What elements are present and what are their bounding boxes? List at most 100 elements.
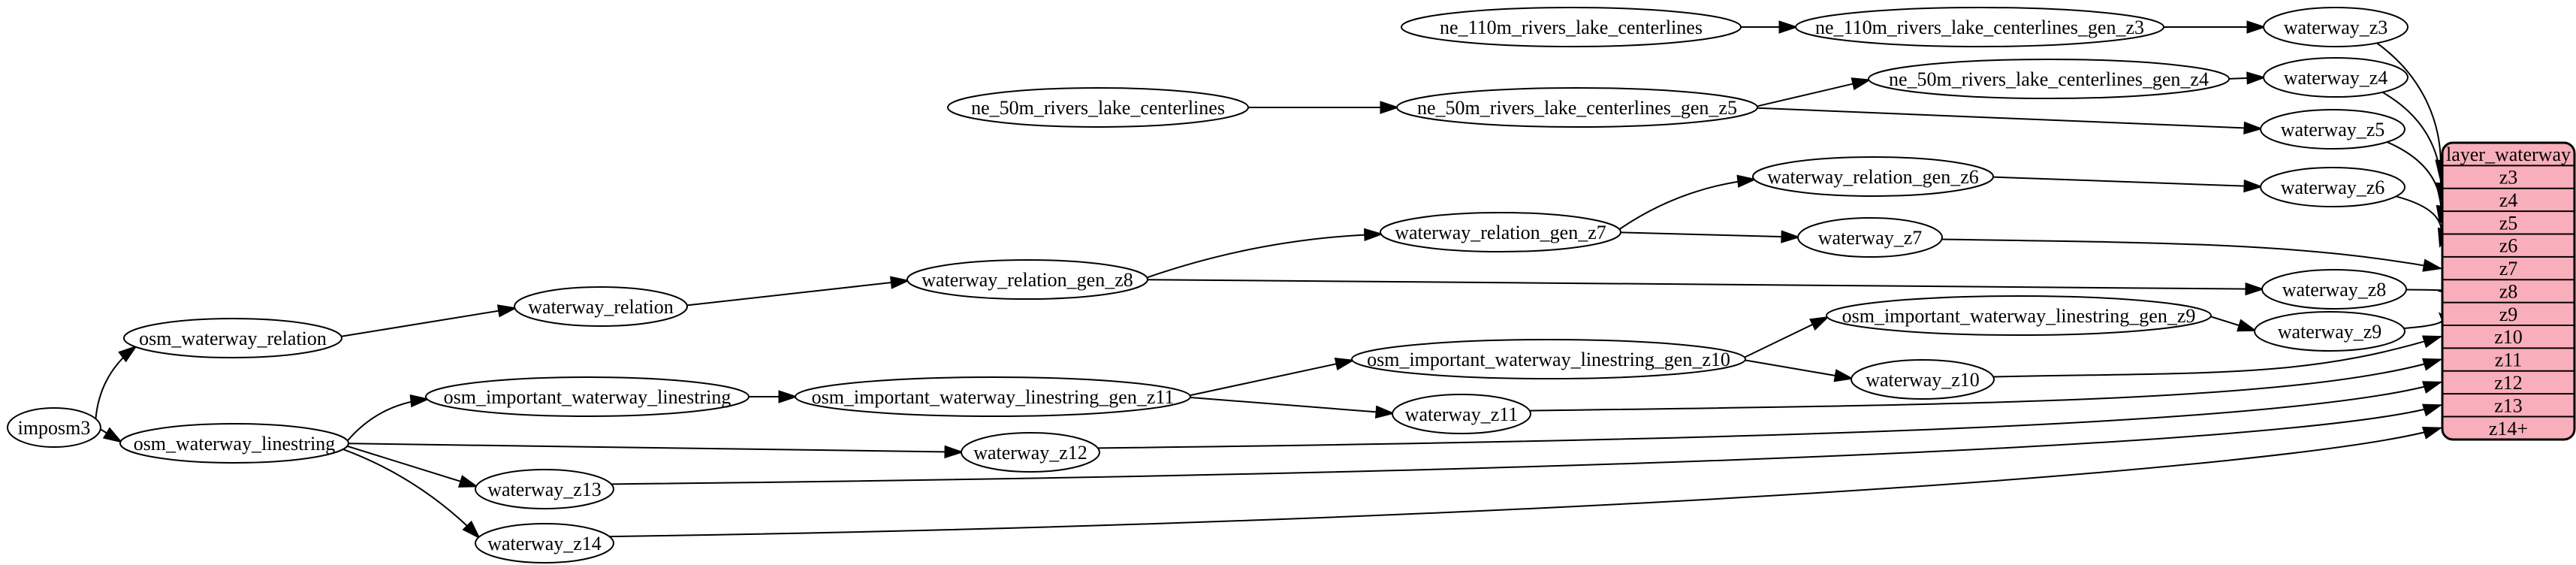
node-label: waterway_relation_gen_z6 — [1767, 166, 1979, 188]
node-label: waterway_z11 — [1405, 403, 1519, 425]
table-row-z11: z11 — [2495, 349, 2523, 371]
node-label: waterway_z5 — [2281, 119, 2385, 140]
node-label: waterway_z4 — [2284, 67, 2388, 89]
edge-waterway_z4-to-layer_waterway-z4 — [2381, 91, 2441, 200]
node-osm_important_waterway_linestring_gen_z9: osm_important_waterway_linestring_gen_z9 — [1826, 295, 2212, 336]
edge-waterway_relation_gen_z7-to-waterway_relation_gen_z6 — [1618, 180, 1754, 230]
edge-osm_waterway_linestring-to-osm_important_waterway_linestring — [346, 399, 427, 442]
edge-waterway_relation-to-waterway_relation_gen_z8 — [686, 281, 908, 307]
node-osm_important_waterway_linestring: osm_important_waterway_linestring — [425, 376, 750, 417]
node-ellipse — [2260, 109, 2406, 150]
edge-waterway_z3-to-layer_waterway-z3 — [2376, 42, 2441, 177]
edge-imposm3-to-osm_waterway_linestring — [100, 429, 121, 441]
node-ellipse — [2263, 57, 2409, 98]
edge-osm_important_waterway_linestring_gen_z10-to-waterway_z10 — [1745, 359, 1852, 378]
node-ellipse — [1396, 87, 1758, 128]
node-ellipse — [1351, 339, 1746, 379]
edge-osm_waterway_linestring-to-waterway_z12 — [348, 443, 961, 452]
edge-waterway_relation_gen_z8-to-waterway_z8 — [1147, 279, 2262, 289]
edge-osm_waterway_relation-to-waterway_relation — [341, 308, 514, 337]
node-ellipse — [2263, 7, 2409, 47]
table-row-z7: z7 — [2499, 258, 2518, 279]
node-label: ne_50m_rivers_lake_centerlines — [971, 97, 1225, 119]
table-row-z6: z6 — [2499, 235, 2518, 257]
node-label: waterway_z10 — [1866, 369, 1980, 391]
node-label: waterway_z14 — [487, 533, 602, 554]
edge-ne_50m_rivers_lake_centerlines_gen_z5-to-ne_50m_rivers_lake_centerlines_gen_z4 — [1757, 80, 1869, 107]
node-label: waterway_z9 — [2278, 321, 2382, 343]
edge-osm_important_waterway_linestring_gen_z11-to-waterway_z11 — [1190, 396, 1392, 413]
node-label: osm_waterway_linestring — [134, 433, 336, 455]
node-waterway_relation_gen_z6: waterway_relation_gen_z6 — [1752, 156, 1994, 197]
node-ellipse — [1797, 217, 1943, 258]
node-waterway_z14: waterway_z14 — [475, 523, 614, 563]
node-label: waterway_z7 — [1818, 227, 1923, 249]
node-label: imposm3 — [18, 417, 91, 439]
node-label: waterway_z13 — [487, 479, 602, 500]
table-row-z3: z3 — [2499, 167, 2518, 189]
edge-waterway_z6-to-layer_waterway-z6 — [2396, 195, 2442, 245]
edge-waterway_z5-to-layer_waterway-z5 — [2387, 141, 2441, 222]
node-waterway_z8: waterway_z8 — [2261, 269, 2407, 310]
node-label: waterway_z12 — [973, 442, 1087, 464]
node-waterway_z7: waterway_z7 — [1797, 217, 1943, 258]
node-ellipse — [2260, 167, 2406, 207]
table-row-z10: z10 — [2494, 326, 2523, 348]
node-waterway_z3: waterway_z3 — [2263, 7, 2409, 47]
node-waterway_z13: waterway_z13 — [475, 469, 614, 509]
table-row-z5: z5 — [2499, 212, 2518, 234]
node-label: ne_50m_rivers_lake_centerlines_gen_z4 — [1889, 68, 2209, 90]
table-outline — [2441, 141, 2576, 441]
node-osm_important_waterway_linestring_gen_z11: osm_important_waterway_linestring_gen_z1… — [795, 376, 1191, 417]
node-ellipse — [1392, 394, 1531, 434]
node-ellipse — [947, 87, 1249, 128]
node-waterway_z9: waterway_z9 — [2254, 311, 2406, 352]
node-ellipse — [425, 376, 750, 417]
edge-waterway_z12-to-layer_waterway-z12 — [1097, 382, 2440, 449]
node-label: waterway_relation_gen_z7 — [1395, 222, 1606, 243]
edge-osm_important_waterway_linestring_gen_z10-to-osm_important_waterway_linestring_gen_z9 — [1744, 317, 1827, 358]
node-ne_110m_rivers_lake_centerlines_gen_z3: ne_110m_rivers_lake_centerlines_gen_z3 — [1795, 7, 2164, 47]
node-waterway_z6: waterway_z6 — [2260, 167, 2406, 207]
node-osm_waterway_relation: osm_waterway_relation — [123, 318, 342, 358]
edge-osm_important_waterway_linestring_gen_z11-to-osm_important_waterway_linestring_gen_z10 — [1190, 361, 1352, 397]
node-label: waterway_z8 — [2282, 279, 2387, 301]
edge-ne_50m_rivers_lake_centerlines_gen_z4-to-waterway_z4 — [2228, 77, 2264, 79]
node-label: osm_important_waterway_linestring — [444, 386, 731, 408]
node-label: waterway_relation_gen_z8 — [922, 269, 1133, 291]
edge-waterway_relation_gen_z8-to-waterway_relation_gen_z7 — [1146, 234, 1381, 279]
node-ellipse — [1851, 359, 1995, 400]
node-ne_50m_rivers_lake_centerlines_gen_z4: ne_50m_rivers_lake_centerlines_gen_z4 — [1868, 59, 2230, 99]
edge-waterway_relation_gen_z6-to-waterway_z6 — [1992, 176, 2261, 187]
node-ellipse — [123, 318, 342, 358]
table-row-z9: z9 — [2499, 304, 2518, 325]
edge-waterway_z8-to-layer_waterway-z8 — [2406, 289, 2444, 291]
node-ne_50m_rivers_lake_centerlines: ne_50m_rivers_lake_centerlines — [947, 87, 1249, 128]
node-label: ne_110m_rivers_lake_centerlines — [1440, 17, 1703, 38]
node-ellipse — [961, 432, 1100, 473]
node-label: ne_50m_rivers_lake_centerlines_gen_z5 — [1417, 97, 1737, 119]
edge-waterway_z9-to-layer_waterway-z9 — [2403, 314, 2443, 328]
node-imposm3: imposm3 — [7, 407, 101, 448]
edge-osm_waterway_linestring-to-waterway_z14 — [342, 449, 479, 537]
nodes-layer: imposm3 osm_waterway_relation osm_waterway… — [7, 7, 2409, 563]
node-waterway_relation_gen_z7: waterway_relation_gen_z7 — [1380, 212, 1621, 252]
node-waterway_z4: waterway_z4 — [2263, 57, 2409, 98]
node-ellipse — [1752, 156, 1994, 197]
edge-imposm3-to-osm_waterway_relation — [95, 347, 135, 419]
node-waterway_z5: waterway_z5 — [2260, 109, 2406, 150]
node-ne_110m_rivers_lake_centerlines: ne_110m_rivers_lake_centerlines — [1401, 7, 1742, 47]
node-ellipse — [475, 469, 614, 509]
node-ellipse — [475, 523, 614, 563]
node-ellipse — [795, 376, 1191, 417]
table-row-z4: z4 — [2499, 189, 2518, 211]
node-ellipse — [1401, 7, 1742, 47]
node-waterway_z12: waterway_z12 — [961, 432, 1100, 473]
table-row-z8: z8 — [2499, 280, 2518, 302]
edges-layer — [95, 27, 2443, 537]
edge-osm_important_waterway_linestring_gen_z9-to-waterway_z9 — [2210, 316, 2255, 330]
table-row-z13: z13 — [2494, 394, 2523, 416]
node-ellipse — [2261, 269, 2407, 310]
